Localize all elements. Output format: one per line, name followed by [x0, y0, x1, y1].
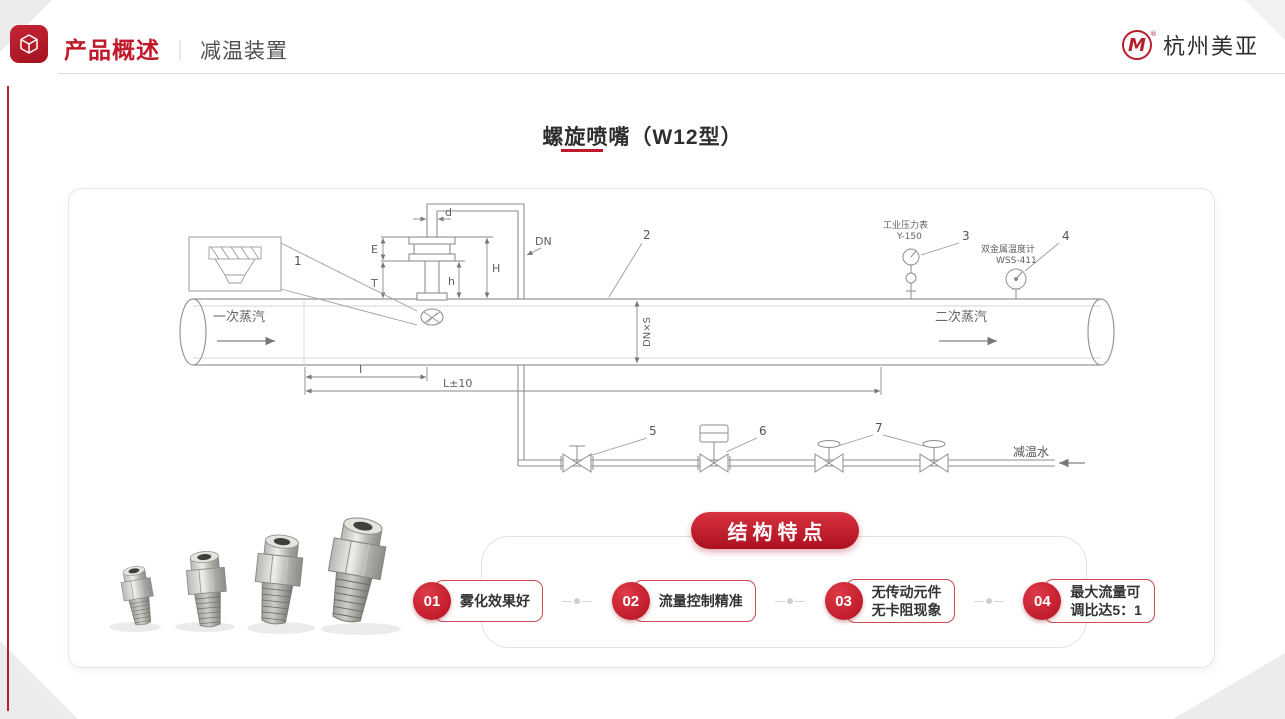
label-cooling-water: 减温水 [1013, 445, 1049, 459]
page-title: 螺旋喷嘴（W12型） [542, 126, 743, 149]
feature-text-line2: 调比达5：1 [1070, 602, 1142, 618]
slide-header: 产品概述 ｜ 减温装置 [64, 31, 288, 65]
nozzle-detail-inset [188, 236, 282, 292]
content-card: 一次蒸汽 二次蒸汽 减温水 d DN E T H h I L±10 DN×S 工… [68, 188, 1215, 668]
label-secondary-steam: 二次蒸汽 [935, 309, 987, 325]
corner-decoration-top-right [1245, 0, 1285, 40]
globe-valve-2 [919, 440, 949, 473]
features-banner-label: 结构特点 [727, 522, 828, 544]
dim-label-h-small: h [448, 275, 455, 288]
temperature-gauge-model: WSS-411 [996, 256, 1037, 266]
callout-4: 4 [1062, 229, 1070, 243]
feature-number-badge: 01 [413, 582, 451, 620]
dim-label-h-big: H [492, 262, 500, 275]
feature-text-box: 流量控制精准 [632, 580, 756, 622]
feature-connector [973, 598, 1004, 604]
brand-m-letter: M [1128, 35, 1146, 56]
product-badge [10, 25, 48, 63]
features-banner: 结构特点 [691, 512, 859, 549]
pressure-gauge [902, 248, 920, 299]
registered-mark: ® [1150, 30, 1156, 38]
temperature-gauge [1005, 268, 1027, 299]
flow-arrows [217, 336, 1085, 468]
page-title-wrap: 螺旋喷嘴（W12型） [0, 121, 1285, 152]
header-divider: ｜ [170, 41, 190, 63]
feature-item-2: 02 流量控制精准 [611, 580, 756, 622]
feature-text-line1: 最大流量可 [1070, 583, 1141, 600]
feature-item-4: 04 最大流量可 调比达5：1 [1023, 578, 1155, 624]
callout-3: 3 [962, 229, 970, 243]
pressure-gauge-name: 工业压力表 [883, 219, 928, 231]
title-underline [560, 149, 603, 152]
feature-text-box: 雾化效果好 [434, 580, 543, 622]
callout-leaders [280, 242, 1060, 457]
callout-5: 5 [649, 424, 657, 438]
feature-text-line1: 无传动元件 [871, 583, 942, 600]
brand-logo: M ® 杭州美亚 [1120, 27, 1259, 63]
feature-text-line2: 无卡阻现象 [871, 602, 942, 618]
water-supply-line [426, 203, 1055, 467]
feature-connector [775, 598, 806, 604]
nozzle-2 [185, 551, 227, 628]
callout-7: 7 [875, 421, 883, 435]
package-icon [20, 34, 38, 54]
feature-text-box: 最大流量可 调比达5：1 [1044, 578, 1155, 624]
nozzle-3 [254, 534, 304, 625]
brand-m-icon: M ® [1121, 30, 1156, 60]
company-name: 杭州美亚 [1162, 34, 1259, 59]
technical-diagram: 一次蒸汽 二次蒸汽 减温水 d DN E T H h I L±10 DN×S 工… [179, 203, 1115, 473]
label-primary-steam: 一次蒸汽 [213, 309, 265, 325]
feature-item-3: 03 无传动元件 无卡阻现象 [824, 578, 955, 624]
header-subtitle: 减温装置 [200, 40, 288, 63]
dim-label-e: E [371, 243, 378, 256]
corner-decoration-bottom-left [0, 641, 78, 719]
nozzle-product-photo [109, 517, 401, 635]
dim-label-dnxs: DN×S [642, 317, 653, 347]
shut-off-valve [560, 445, 594, 473]
dimension-lines [304, 216, 882, 395]
nozzle-1 [120, 565, 154, 626]
feature-connector [562, 598, 593, 604]
control-valve [697, 424, 731, 473]
feature-number-badge: 03 [824, 582, 863, 620]
feature-number-badge: 04 [1023, 582, 1062, 620]
header-title: 产品概述 [64, 37, 160, 63]
feature-item-1: 01 雾化效果好 [413, 580, 543, 622]
spray-nozzle-assembly [408, 211, 456, 326]
features-row: 01 雾化效果好 02 流量控制精准 03 无传动元件 无卡阻现象 [413, 578, 1155, 624]
header-rule [58, 73, 1285, 74]
feature-text-line1: 雾化效果好 [460, 592, 530, 609]
left-accent-line [7, 86, 9, 711]
dim-label-d: d [445, 206, 452, 219]
callout-2: 2 [643, 228, 651, 242]
callout-1: 1 [294, 254, 302, 268]
feature-number-badge: 02 [611, 582, 650, 620]
dim-label-i: I [359, 363, 362, 376]
pressure-gauge-model: Y-150 [896, 232, 922, 242]
temperature-gauge-name: 双金属温度计 [981, 243, 1035, 255]
feature-text-line1: 流量控制精准 [658, 592, 743, 609]
dim-label-dn: DN [535, 235, 552, 248]
dim-label-l: L±10 [443, 377, 472, 390]
feature-text-box: 无传动元件 无卡阻现象 [845, 578, 955, 624]
dim-label-t: T [370, 277, 378, 290]
globe-valve-1 [814, 440, 844, 473]
nozzle-4 [327, 517, 387, 623]
callout-6: 6 [759, 424, 767, 438]
